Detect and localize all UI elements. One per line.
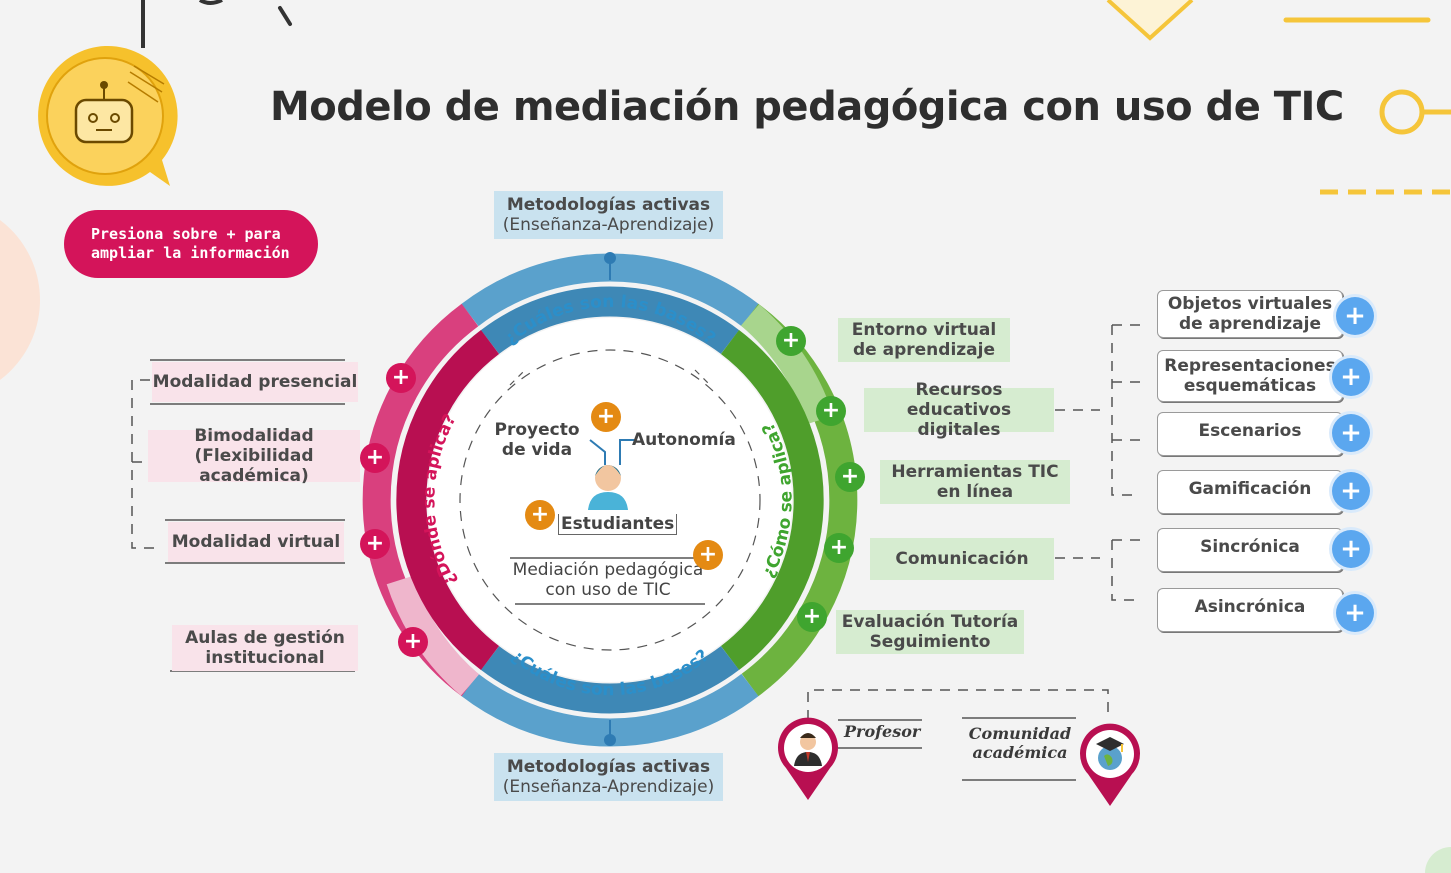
metodologias-bottom-line2: (Enseñanza-Aprendizaje): [502, 777, 715, 797]
herramientas-line2: en línea: [936, 482, 1014, 502]
plus-button-bimodalidad[interactable]: +: [360, 443, 390, 473]
student-icon: [588, 465, 628, 510]
representaciones-line2: esquemáticas: [1183, 376, 1317, 396]
entorno-line2: de aprendizaje: [853, 340, 995, 360]
bimodalidad-line1: Bimodalidad: [194, 426, 314, 446]
metodologias-top-line2: (Enseñanza-Aprendizaje): [502, 215, 715, 235]
autonomia-label: Autonomía: [632, 430, 736, 450]
recursos-line2: digitales: [917, 420, 1001, 440]
proyecto-de-vida-label: Proyecto de vida: [494, 420, 580, 460]
aulas-line2: institucional: [205, 648, 325, 668]
metodologias-top-box: Metodologías activas (Enseñanza-Aprendiz…: [494, 191, 723, 239]
ring-diagram: ¿Cuáles son las bases? ¿Cuáles son las b…: [362, 252, 858, 747]
mediacion-line-1: Mediación pedagógica: [512, 560, 704, 580]
metodologias-top-line1: Metodologías activas: [506, 195, 711, 215]
plus-button-escenarios[interactable]: +: [1332, 414, 1370, 452]
plus-button-estudiantes[interactable]: +: [525, 500, 555, 530]
hint-line-1: Presiona sobre + para: [91, 225, 281, 243]
evaluacion-line1: Evaluación Tutoría: [841, 612, 1019, 632]
left-item-virtual: Modalidad virtual: [168, 522, 344, 562]
comm-asincronica: Asincrónica: [1157, 588, 1343, 632]
right-item-comunicacion: Comunicación: [870, 538, 1054, 580]
right-item-evaluacion: Evaluación Tutoría Seguimiento: [836, 610, 1024, 654]
resource-objetos: Objetos virtuales de aprendizaje: [1157, 290, 1343, 338]
resource-escenarios: Escenarios: [1157, 412, 1343, 456]
plus-button-aulas[interactable]: +: [398, 627, 428, 657]
recursos-line1: Recursos educativos: [906, 380, 1012, 420]
bimodalidad-line2: (Flexibilidad académica): [194, 446, 314, 486]
right-item-recursos: Recursos educativos digitales: [864, 380, 1054, 440]
plus-button-presencial[interactable]: +: [386, 363, 416, 393]
profesor-pin-icon[interactable]: [776, 716, 840, 802]
objetos-line2: de aprendizaje: [1179, 314, 1321, 334]
mediacion-line-2: con uso de TIC: [545, 580, 671, 600]
plus-button-gamificacion[interactable]: +: [1332, 472, 1370, 510]
resource-representaciones: Representaciones esquemáticas: [1157, 350, 1343, 402]
right-item-entorno: Entorno virtual de aprendizaje: [838, 318, 1010, 362]
mediacion-label: Mediación pedagógica con uso de TIC: [508, 560, 708, 600]
comunidad-line1: Comunidad: [968, 724, 1072, 743]
comm-sincronica: Sincrónica: [1157, 528, 1343, 572]
plus-button-proyecto[interactable]: +: [591, 402, 621, 432]
plus-button-representaciones[interactable]: +: [1332, 358, 1370, 396]
plus-button-asincronica[interactable]: +: [1336, 594, 1374, 632]
left-item-aulas: Aulas de gestión institucional: [172, 625, 358, 671]
plus-button-mediacion[interactable]: +: [693, 540, 723, 570]
robot-badge-icon: [38, 45, 178, 186]
representaciones-line1: Representaciones: [1164, 356, 1336, 376]
page-title: Modelo de mediación pedagógica con uso d…: [270, 84, 1344, 130]
metodologias-bottom-line1: Metodologías activas: [506, 757, 711, 777]
plus-button-herramientas[interactable]: +: [835, 462, 865, 492]
aulas-line1: Aulas de gestión: [185, 628, 345, 648]
resource-gamificacion: Gamificación: [1157, 470, 1343, 514]
plus-button-sincronica[interactable]: +: [1332, 530, 1370, 568]
evaluacion-line2: Seguimiento: [869, 632, 991, 652]
comunidad-pin-icon[interactable]: [1078, 722, 1142, 808]
plus-button-entorno[interactable]: +: [776, 326, 806, 356]
comunidad-label: Comunidad académica: [962, 724, 1078, 762]
left-item-presencial: Modalidad presencial: [152, 362, 358, 402]
herramientas-line1: Herramientas TIC: [891, 462, 1059, 482]
comunidad-line2: académica: [972, 743, 1068, 762]
objetos-line1: Objetos virtuales: [1167, 294, 1333, 314]
left-item-bimodalidad: Bimodalidad (Flexibilidad académica): [148, 426, 360, 486]
hint-button[interactable]: Presiona sobre + para ampliar la informa…: [64, 210, 318, 278]
profesor-label: Profesor: [844, 722, 921, 741]
plus-button-recursos[interactable]: +: [816, 396, 846, 426]
plus-button-evaluacion[interactable]: +: [797, 602, 827, 632]
hint-line-2: ampliar la información: [91, 244, 290, 262]
right-item-herramientas: Herramientas TIC en línea: [880, 460, 1070, 504]
plus-button-objetos[interactable]: +: [1336, 297, 1374, 335]
plus-button-virtual[interactable]: +: [360, 529, 390, 559]
estudiantes-label: Estudiantes: [558, 514, 678, 535]
plus-button-comunicacion[interactable]: +: [824, 533, 854, 563]
entorno-line1: Entorno virtual: [851, 320, 997, 340]
metodologias-bottom-box: Metodologías activas (Enseñanza-Aprendiz…: [494, 753, 723, 801]
